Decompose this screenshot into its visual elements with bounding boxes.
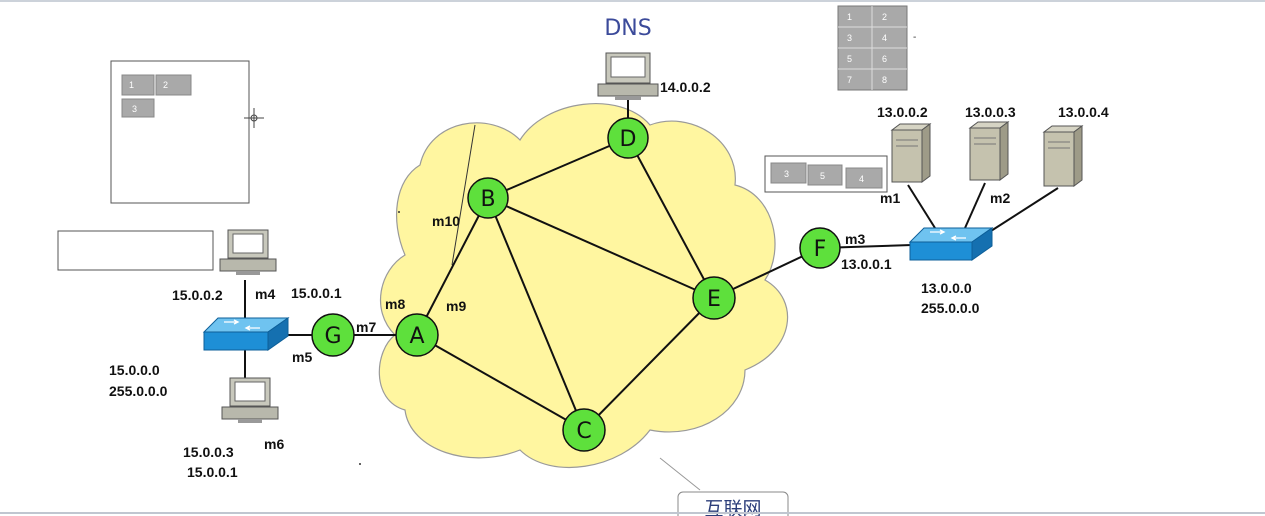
server-1-icon	[890, 123, 932, 183]
addr-server1: 13.0.0.2	[877, 104, 928, 120]
node-e-label: E	[707, 287, 721, 312]
mid-cell-2-text: 5	[820, 171, 825, 181]
link-label-m4: m4	[255, 286, 275, 302]
link-label-m1: m1	[880, 190, 900, 206]
link-b-c	[487, 197, 585, 431]
link-b-d	[487, 137, 629, 199]
node-a-label: A	[409, 324, 424, 349]
dns-label: DNS	[604, 16, 651, 41]
link-d-e	[627, 137, 715, 299]
addr-host-top: 15.0.0.2	[172, 287, 223, 303]
node-g-label: G	[324, 324, 341, 349]
addr-g-port: 15.0.0.1	[291, 285, 342, 301]
node-c: C	[562, 408, 606, 452]
tr-cell-2: 2	[882, 12, 887, 22]
node-f-label: F	[814, 237, 827, 262]
tr-cell-5: 5	[847, 54, 852, 64]
box-cell-2-text: 2	[163, 80, 168, 90]
tr-cell-4: 4	[882, 33, 887, 43]
node-d-label: D	[620, 127, 637, 152]
node-e: E	[692, 276, 736, 320]
link-a-c	[416, 334, 585, 431]
box-cell-1-text: 1	[129, 80, 134, 90]
tr-cell-8: 8	[882, 75, 887, 85]
mid-cell-1-text: 3	[784, 169, 789, 179]
mid-cell-2	[807, 164, 843, 186]
cloud-label: 互联网	[704, 498, 761, 516]
addr-server3: 13.0.0.4	[1058, 104, 1109, 120]
box-cell-3	[121, 98, 155, 118]
tr-cell-3: 3	[847, 33, 852, 43]
box-cell-3-text: 3	[132, 104, 137, 114]
box-cell-1	[121, 74, 155, 96]
link-server1	[907, 184, 936, 229]
tr-cell-1: 1	[847, 12, 852, 22]
addr-host-bottom-gw: 15.0.0.1	[187, 464, 238, 480]
empty-box	[57, 230, 214, 271]
box-cell-2	[155, 74, 192, 96]
stray-line	[451, 124, 476, 266]
mid-table: 3 5 4	[770, 162, 883, 189]
stray-dot-2	[359, 463, 361, 465]
stray-dot-1	[398, 211, 400, 213]
node-a: A	[395, 313, 439, 357]
crosshair-cursor-icon	[244, 108, 264, 128]
addr-host-bottom: 15.0.0.3	[183, 444, 234, 460]
link-label-m9: m9	[446, 298, 466, 314]
addr-left-mask: 255.0.0.0	[109, 383, 168, 399]
link-label-m3: m3	[845, 231, 865, 247]
node-d: D	[607, 117, 649, 159]
mid-cell-1	[770, 162, 807, 184]
link-label-m8: m8	[385, 296, 405, 312]
link-b-e	[487, 197, 715, 299]
left-switch-icon	[202, 317, 290, 351]
addr-right-mask: 255.0.0.0	[921, 300, 980, 316]
tr-note: -	[913, 32, 916, 43]
link-b-a	[416, 197, 489, 336]
mid-cell-3-text: 4	[859, 174, 864, 184]
addr-right-net: 13.0.0.0	[921, 280, 972, 296]
cloud-callout-line	[659, 457, 701, 491]
link-server2	[964, 182, 986, 229]
link-label-m10: m10	[432, 213, 460, 229]
addr-server2: 13.0.0.3	[965, 104, 1016, 120]
server-2-icon	[968, 121, 1010, 181]
host-bottom-computer-icon	[221, 377, 279, 423]
host-top-computer-icon	[219, 229, 277, 275]
link-server3	[979, 187, 1059, 239]
addr-f-port: 13.0.0.1	[841, 256, 892, 272]
link-label-m2: m2	[990, 190, 1010, 206]
right-switch-icon	[908, 227, 994, 261]
link-label-m6: m6	[264, 436, 284, 452]
addr-dns-host: 14.0.0.2	[660, 79, 711, 95]
tr-cell-6: 6	[882, 54, 887, 64]
server-3-icon	[1042, 125, 1084, 187]
box-table: 1 2 3	[121, 74, 192, 118]
node-b: B	[467, 177, 509, 219]
top-right-table: 1 2 3 4 5 6 7 8 -	[837, 5, 916, 91]
dns-computer-icon	[597, 52, 659, 100]
link-label-m7: m7	[356, 319, 376, 335]
link-c-e	[583, 297, 715, 431]
addr-left-net: 15.0.0.0	[109, 362, 160, 378]
link-label-m5: m5	[292, 349, 312, 365]
cloud-label-box	[677, 491, 789, 516]
node-b-label: B	[480, 187, 495, 212]
node-c-label: C	[576, 419, 591, 444]
node-f: F	[799, 227, 841, 269]
tr-cell-7: 7	[847, 75, 852, 85]
mid-cell-3	[845, 167, 883, 189]
node-g: G	[311, 313, 355, 357]
